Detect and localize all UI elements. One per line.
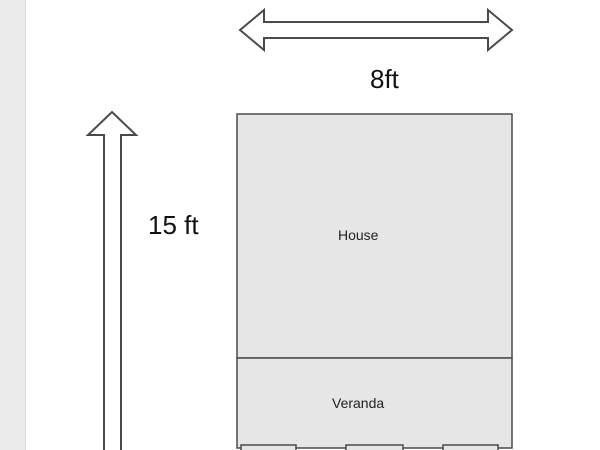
left-margin-strip — [0, 0, 26, 450]
step-block-center — [345, 444, 404, 450]
step-block-right — [442, 444, 499, 450]
house-room — [236, 113, 513, 359]
step-block-left — [240, 444, 297, 450]
height-dimension-label: 15 ft — [148, 210, 199, 240]
width-dimension-label: 8ft — [370, 64, 399, 94]
veranda-label: Veranda — [332, 395, 385, 411]
house-label: House — [338, 227, 379, 243]
veranda-room — [236, 357, 513, 449]
width-double-arrow — [238, 7, 514, 53]
height-arrow — [85, 110, 139, 450]
